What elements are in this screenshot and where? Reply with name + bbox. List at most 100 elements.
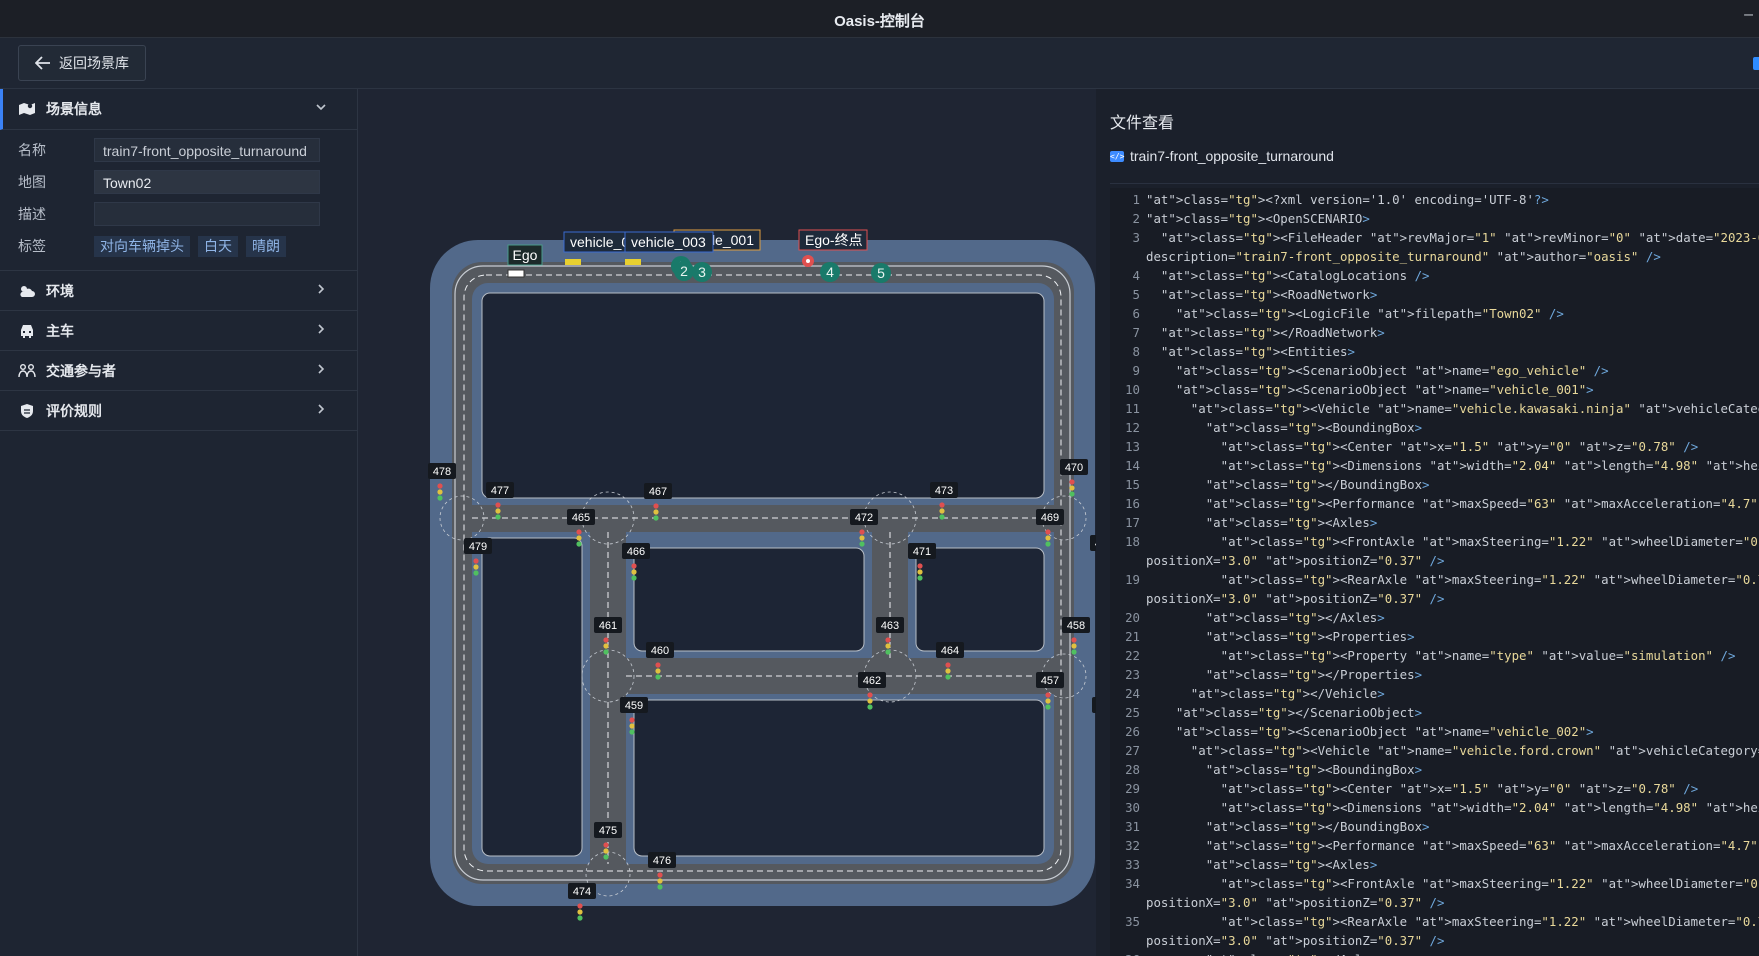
tag-list: 对向车辆掉头 白天 晴朗 bbox=[94, 235, 286, 257]
vehicle-002-entity[interactable]: vehicle_0 bbox=[563, 231, 639, 265]
signal-light-icon bbox=[867, 692, 873, 698]
traffic-signal[interactable]: 472 bbox=[850, 509, 878, 547]
code-line: 5 "at">class="tg"><RoadNetwork> bbox=[1110, 285, 1759, 304]
traffic-signal[interactable]: 478 bbox=[428, 463, 456, 501]
waypoint-marker[interactable]: 2 bbox=[674, 261, 694, 281]
name-field[interactable]: train7-front_opposite_turnaround bbox=[94, 138, 320, 162]
traffic-signal[interactable]: 477 bbox=[486, 482, 514, 520]
signal-light-icon bbox=[1069, 485, 1075, 491]
svg-text:3: 3 bbox=[698, 264, 706, 280]
code-line: 12 "at">class="tg"><BoundingBox> bbox=[1110, 418, 1759, 437]
traffic-signal[interactable]: 463 bbox=[876, 617, 904, 655]
traffic-signal[interactable]: 468 bbox=[1090, 535, 1096, 573]
section-traffic-participants[interactable]: 交通参与者 bbox=[0, 351, 357, 391]
traffic-signal[interactable]: 479 bbox=[464, 538, 492, 576]
section-environment[interactable]: 环境 bbox=[0, 271, 357, 311]
line-text: "at">class="tg"><FileHeader "at">revMajo… bbox=[1160, 230, 1759, 245]
signal-id-label: 475 bbox=[599, 825, 617, 837]
code-line: 25 "at">class="tg"></ScenarioObject> bbox=[1110, 703, 1759, 722]
signal-light-icon bbox=[655, 674, 661, 680]
traffic-signal[interactable]: 461 bbox=[594, 617, 622, 655]
line-number: 6 bbox=[1132, 306, 1140, 321]
tag-item[interactable]: 白天 bbox=[198, 235, 238, 257]
signal-light-icon bbox=[603, 637, 609, 643]
ego-entity[interactable]: Ego bbox=[507, 244, 543, 278]
signal-light-icon bbox=[653, 509, 659, 515]
line-text: "at">class="tg"><Axles> bbox=[1205, 857, 1378, 872]
tag-item[interactable]: 对向车辆掉头 bbox=[94, 235, 190, 257]
traffic-signal[interactable]: 460 bbox=[646, 642, 674, 680]
line-text: "at">class="tg"><Vehicle "at">name="vehi… bbox=[1190, 401, 1759, 416]
code-line: 23 "at">class="tg"></Properties> bbox=[1110, 665, 1759, 684]
code-line: 29 "at">class="tg"><Center "at">x="1.5" … bbox=[1110, 779, 1759, 798]
signal-light-icon bbox=[437, 495, 443, 501]
traffic-signal[interactable]: 464 bbox=[936, 642, 964, 680]
section-scene-info[interactable]: 场景信息 bbox=[0, 89, 357, 130]
line-number: 33 bbox=[1125, 857, 1140, 872]
signal-light-icon bbox=[653, 503, 659, 509]
signal-id-label: 469 bbox=[1041, 512, 1059, 524]
signal-light-icon bbox=[859, 529, 865, 535]
waypoint-marker[interactable]: 5 bbox=[871, 263, 891, 283]
line-number: 19 bbox=[1125, 572, 1140, 587]
window-title: Oasis-控制台 bbox=[834, 13, 925, 30]
line-number: 5 bbox=[1132, 287, 1140, 302]
code-line: positionX="3.0" "at">positionZ="0.37" /> bbox=[1110, 893, 1759, 912]
vehicle-002-label: vehicle_0 bbox=[570, 234, 629, 250]
vehicle-003-entity[interactable]: vehicle_003 bbox=[624, 231, 714, 265]
traffic-signal[interactable]: 466 bbox=[622, 543, 650, 581]
waypoint-marker[interactable]: 4 bbox=[820, 262, 840, 282]
line-text: "at">class="tg"><Properties> bbox=[1205, 629, 1415, 644]
traffic-signal[interactable]: 456 bbox=[1092, 697, 1096, 735]
minimize-button[interactable]: – bbox=[1744, 6, 1753, 23]
panel-toggle-button[interactable] bbox=[1753, 57, 1759, 70]
traffic-signal[interactable]: 459 bbox=[620, 697, 648, 735]
road-map[interactable]: Ego vehicle_001 vehicle_0 vehicle_003 Eg… bbox=[358, 89, 1096, 956]
traffic-signal[interactable]: 458 bbox=[1062, 617, 1090, 655]
map-canvas[interactable]: Ego vehicle_001 vehicle_0 vehicle_003 Eg… bbox=[358, 89, 1096, 956]
signal-light-icon bbox=[473, 570, 479, 576]
traffic-signal[interactable]: 476 bbox=[648, 852, 676, 890]
line-text: "at">class="tg"></RoadNetwork> bbox=[1160, 325, 1385, 340]
traffic-signal[interactable]: 474 bbox=[568, 883, 596, 921]
line-text: "at">class="tg"><Property "at">name="typ… bbox=[1220, 648, 1736, 663]
traffic-signal[interactable]: 467 bbox=[644, 483, 672, 521]
line-text: "at">class="tg"><Center "at">x="1.5" "at… bbox=[1220, 781, 1699, 796]
scene-info-form: 名称 train7-front_opposite_turnaround 地图 T… bbox=[0, 130, 357, 271]
back-to-library-button[interactable]: 返回场景库 bbox=[18, 45, 146, 81]
traffic-signal[interactable]: 462 bbox=[858, 672, 886, 710]
ego-goal-entity[interactable]: Ego-终点 bbox=[798, 229, 868, 267]
map-label: 地图 bbox=[18, 174, 46, 190]
line-text: "at">class="tg"></ScenarioObject> bbox=[1175, 705, 1423, 720]
traffic-signal[interactable]: 470 bbox=[1060, 459, 1088, 497]
signal-light-icon bbox=[655, 662, 661, 668]
traffic-signal[interactable]: 457 bbox=[1036, 672, 1064, 710]
signal-id-label: 479 bbox=[469, 541, 487, 553]
waypoint-marker[interactable]: 3 bbox=[692, 262, 712, 282]
section-evaluation-rules[interactable]: 评价规则 bbox=[0, 391, 357, 431]
code-line: 13 "at">class="tg"><Center "at">x="1.5" … bbox=[1110, 437, 1759, 456]
section-ego-vehicle[interactable]: 主车 bbox=[0, 311, 357, 351]
tag-item[interactable]: 晴朗 bbox=[246, 235, 286, 257]
signal-light-icon bbox=[1045, 692, 1051, 698]
line-text: "at">class="tg"><FrontAxle "at">maxSteer… bbox=[1220, 876, 1759, 891]
traffic-signal[interactable]: 465 bbox=[567, 509, 595, 547]
traffic-signal[interactable]: 475 bbox=[594, 822, 622, 860]
line-text: "at">class="tg"><BoundingBox> bbox=[1205, 762, 1423, 777]
code-viewer[interactable]: 1"at">class="tg"><?xml version='1.0' enc… bbox=[1110, 188, 1759, 956]
section-title: 环境 bbox=[46, 282, 74, 299]
traffic-signal[interactable]: 473 bbox=[930, 482, 958, 520]
line-text: "at">class="tg"><ScenarioObject "at">nam… bbox=[1175, 363, 1609, 378]
svg-text:4: 4 bbox=[826, 264, 834, 280]
line-number: 9 bbox=[1132, 363, 1140, 378]
signal-id-label: 472 bbox=[855, 512, 873, 524]
line-number: 35 bbox=[1125, 914, 1140, 929]
signal-light-icon bbox=[657, 878, 663, 884]
description-field[interactable] bbox=[94, 202, 320, 226]
traffic-signal[interactable]: 471 bbox=[908, 543, 936, 581]
line-text: "at">class="tg"><Dimensions "at">width="… bbox=[1220, 800, 1759, 815]
signal-light-icon bbox=[657, 872, 663, 878]
map-select[interactable]: Town02 bbox=[94, 170, 320, 194]
traffic-signal[interactable]: 469 bbox=[1036, 509, 1064, 547]
map-icon bbox=[18, 100, 36, 118]
